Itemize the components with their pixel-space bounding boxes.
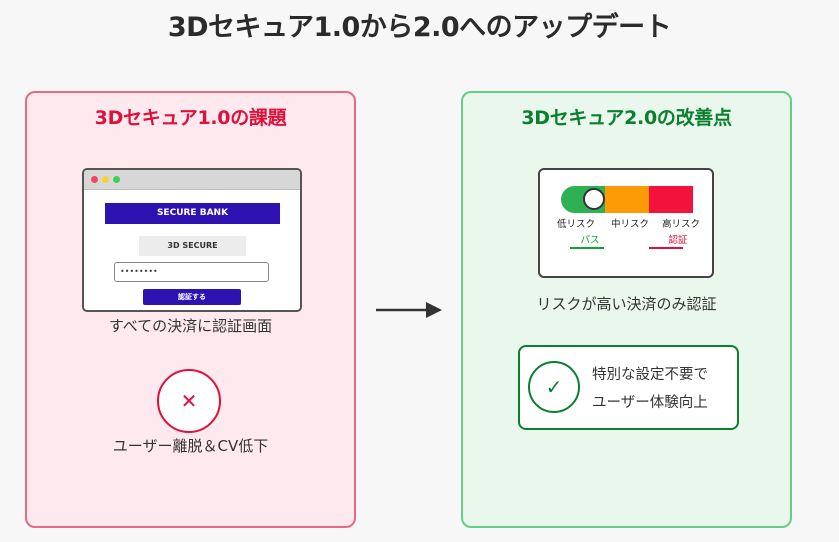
page-title: 3Dセキュア1.0から2.0へのアップデート: [167, 12, 672, 43]
password-field: ••••••••: [114, 262, 269, 282]
benefit-line-1: 特別な設定不要で: [592, 367, 708, 383]
check-symbol: ✓: [545, 375, 563, 399]
problem-caption: ユーザー離脱＆CV低下: [112, 437, 269, 455]
maximize-dot-icon: [113, 176, 120, 183]
right-arrow-icon: [376, 302, 442, 318]
browser-caption: すべての決済に認証画面: [108, 317, 273, 335]
browser-mockup: SECURE BANK 3D SECURE •••••••• 認証する: [82, 168, 302, 312]
low-risk-label: 低リスク: [556, 219, 595, 230]
high-risk-label: 高リスク: [661, 219, 700, 230]
high-risk-segment: [649, 186, 693, 213]
auth-result: 認証: [668, 235, 688, 246]
mid-risk-label: 中リスク: [610, 219, 649, 230]
problem-panel: 3Dセキュア1.0の課題 SECURE BANK 3D SECURE •••••…: [25, 91, 356, 528]
close-dot-icon: [91, 176, 98, 183]
browser-titlebar: [84, 170, 300, 190]
benefit-line-2: ユーザー体験向上: [592, 395, 708, 411]
cross-icon: ✕: [157, 369, 221, 433]
auth-underline: [649, 247, 683, 249]
cross-symbol: ✕: [180, 389, 198, 413]
secure-label: 3D SECURE: [139, 236, 246, 256]
bank-banner: SECURE BANK: [105, 203, 280, 224]
improvement-heading: 3Dセキュア2.0の改善点: [521, 107, 732, 129]
pass-underline: [570, 247, 604, 249]
risk-knob: [583, 188, 605, 210]
pass-result: パス: [580, 235, 600, 246]
minimize-dot-icon: [102, 176, 109, 183]
check-icon: ✓: [528, 361, 580, 413]
risk-meter: 低リスク 中リスク 高リスク パス 認証: [538, 168, 714, 278]
auth-button: 認証する: [143, 289, 241, 305]
mid-risk-segment: [605, 186, 649, 213]
improvement-panel: 3Dセキュア2.0の改善点 低リスク 中リスク 高リスク パス 認証 リスクが高…: [461, 91, 792, 528]
problem-heading: 3Dセキュア1.0の課題: [94, 107, 287, 129]
meter-caption: リスクが高い決済のみ認証: [536, 295, 717, 313]
benefit-box: ✓ 特別な設定不要で ユーザー体験向上: [518, 345, 739, 430]
